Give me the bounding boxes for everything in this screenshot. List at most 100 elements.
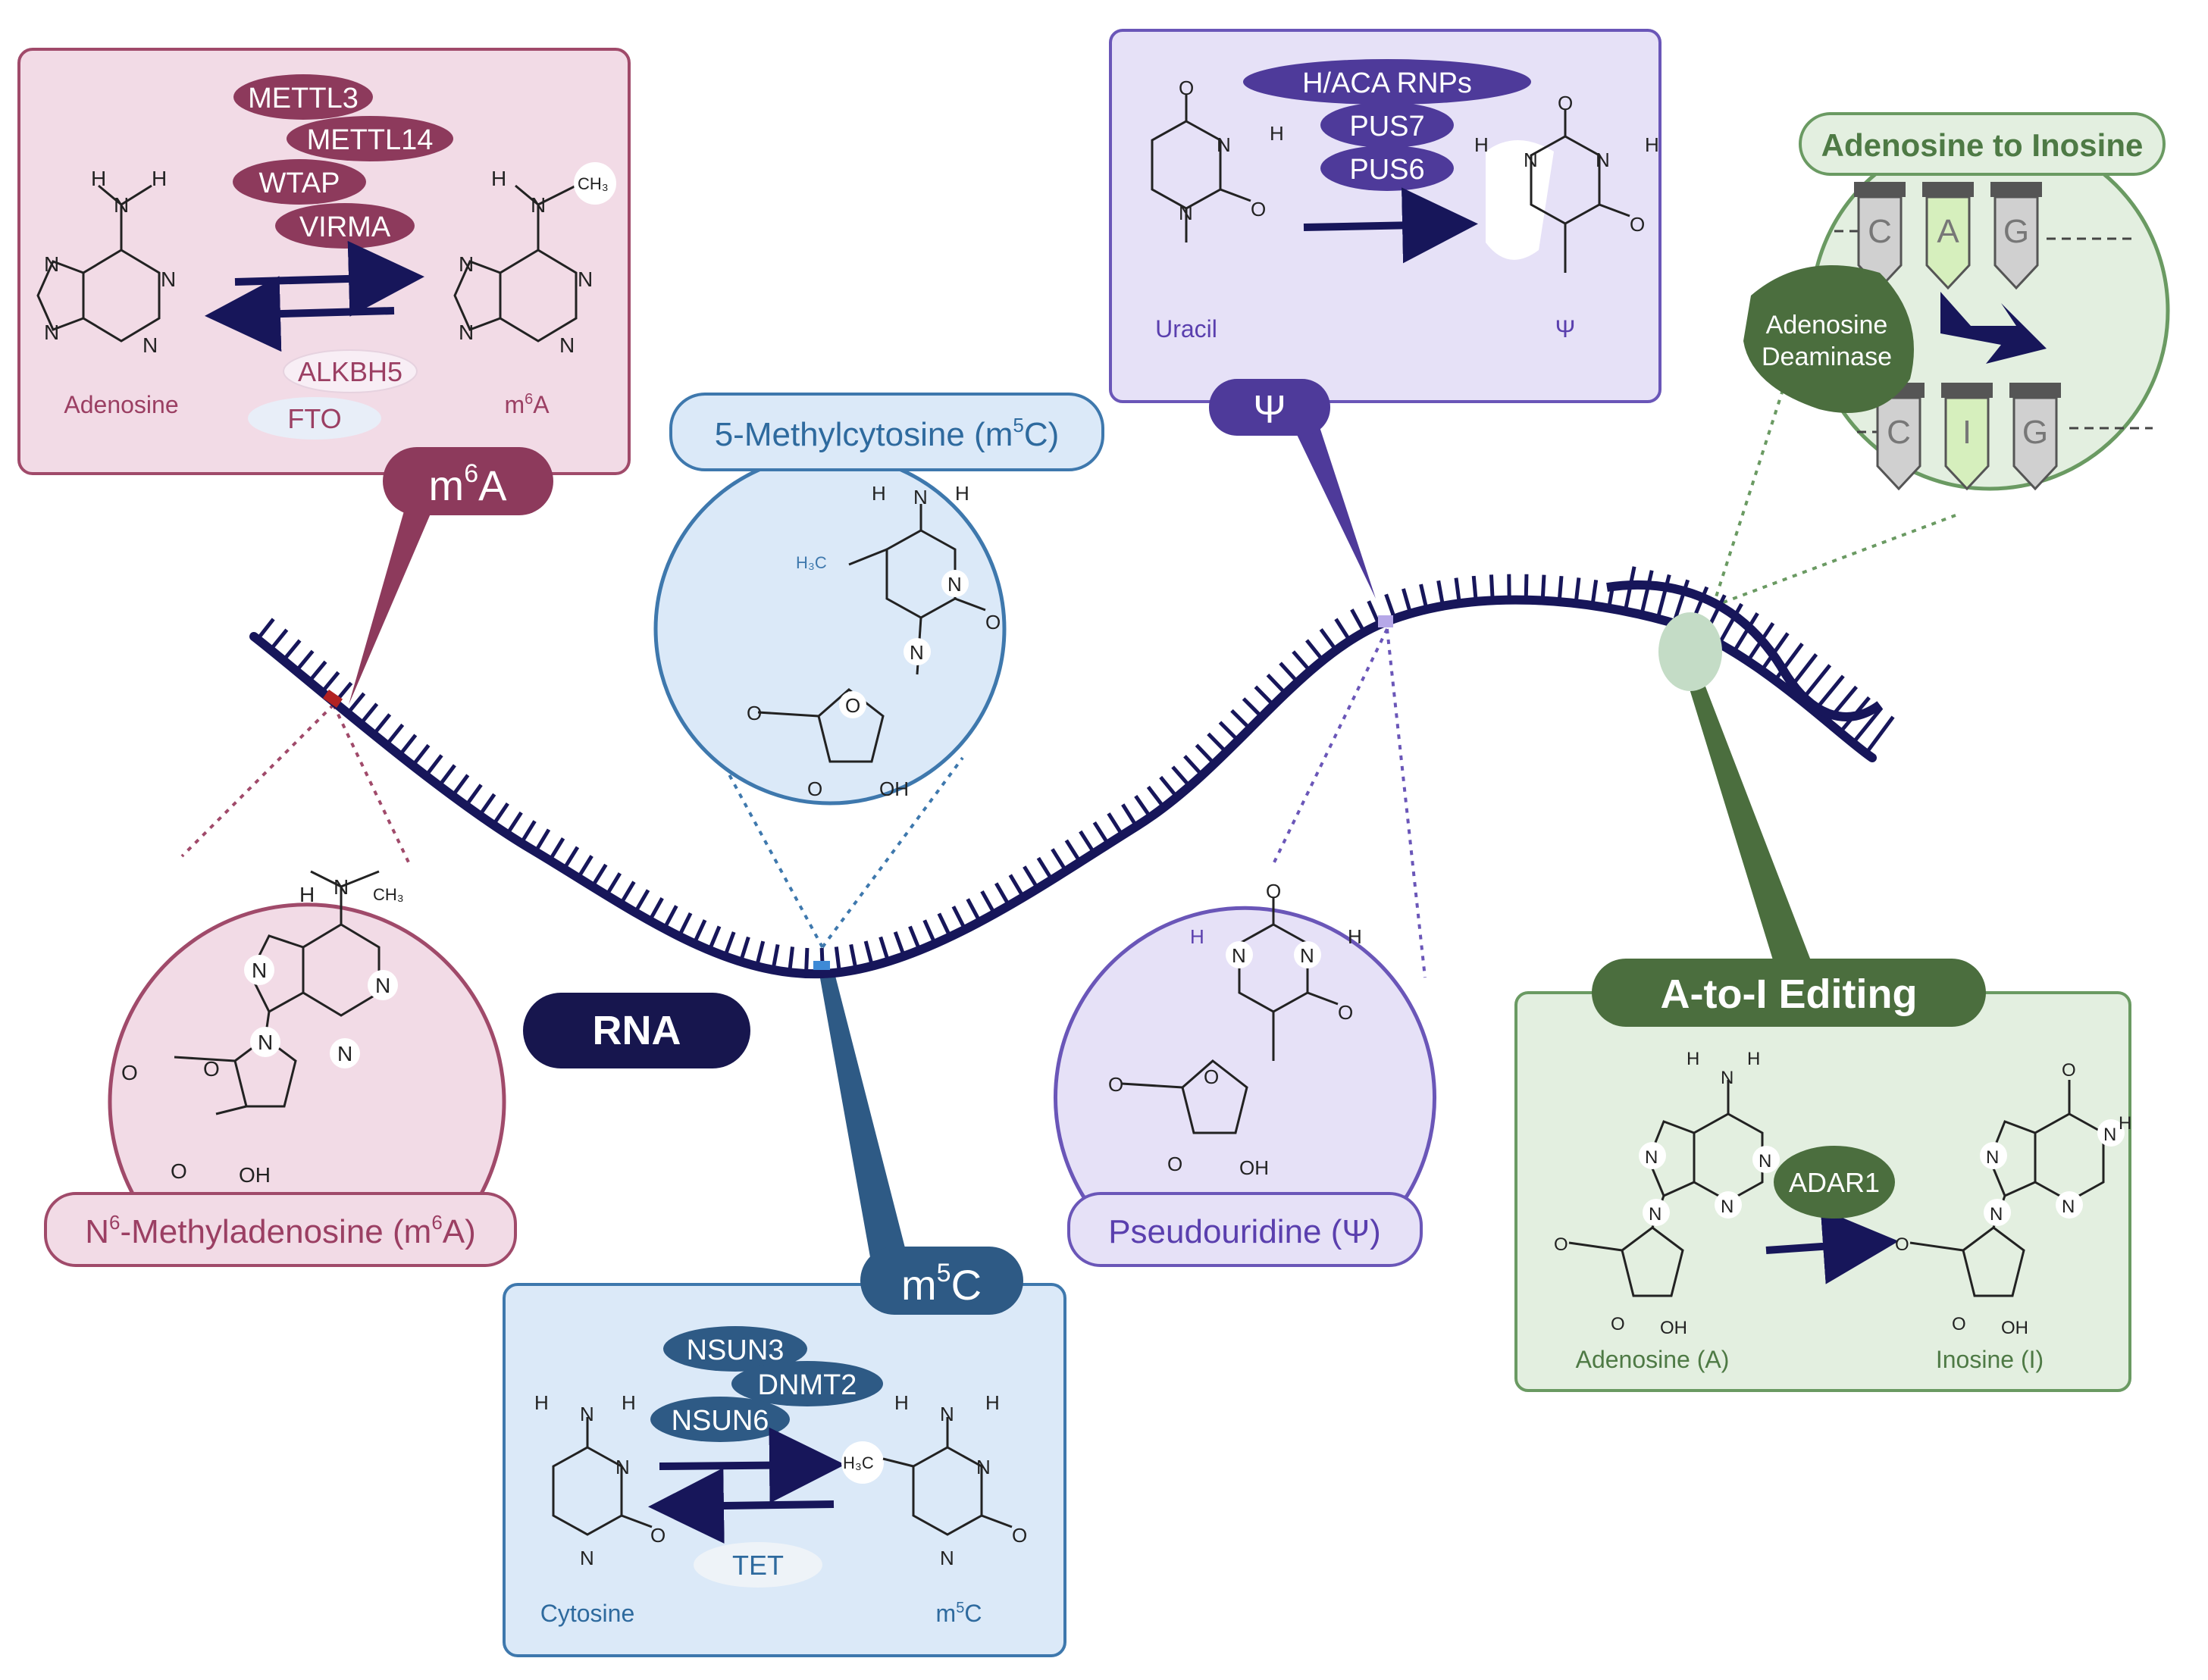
atom-label: N [1596, 149, 1610, 171]
rna-label: RNA [523, 993, 750, 1068]
atom-label: O [807, 777, 822, 800]
rna-base-tick [322, 672, 339, 692]
atom-label: O [650, 1524, 666, 1547]
atoi-tag: A-to-I Editing [1661, 971, 1918, 1017]
atom-label: CH₃ [578, 174, 609, 193]
atom-label: N [1524, 149, 1538, 171]
atom-label: N [947, 573, 962, 596]
m6a-dotted-left [182, 705, 334, 856]
rna-base-tick [1173, 767, 1189, 787]
rna-base-tick [493, 803, 508, 824]
rna-base-tick [1148, 787, 1164, 807]
rna-base-tick [296, 651, 313, 671]
m6a-nucleoside-circle: H N CH₃ N N N N O O O OH N6-Methyladenos… [45, 871, 515, 1265]
m5c-pointer [819, 970, 910, 1265]
rna-base-tick [1080, 831, 1094, 853]
substrate-label: Cytosine [540, 1600, 635, 1627]
rna-base-tick [1197, 745, 1214, 764]
rna-base-tick [635, 890, 648, 912]
svg-text:RNA: RNA [593, 1008, 681, 1053]
product-label: Inosine (I) [1936, 1346, 2044, 1373]
substrate-label: Adenosine (A) [1576, 1346, 1730, 1373]
rna-base-tick [1474, 576, 1476, 602]
rna-base-tick [258, 619, 274, 640]
rna-backbone [254, 600, 1872, 975]
rna-base-tick [1280, 663, 1298, 682]
rna-base-tick [1232, 711, 1250, 729]
base-letter: A [1937, 213, 1959, 250]
rna-base-tick [621, 882, 634, 904]
rna-base-tick [741, 937, 748, 962]
rna-base-tick [550, 838, 563, 860]
atom-label: N [1217, 133, 1231, 156]
atom-label: O [1108, 1073, 1123, 1096]
atom-label: H [985, 1391, 1000, 1414]
rna-base-tick [1559, 576, 1561, 602]
rna-base-tick [271, 630, 287, 649]
atom-label: N [580, 1403, 594, 1425]
rna-base-tick [1321, 630, 1336, 650]
base-letter: G [2022, 414, 2048, 451]
atom-label: N [334, 875, 349, 899]
atom-label: N [2103, 1125, 2116, 1145]
reaction-arrow [659, 1465, 822, 1466]
svg-text:Ψ: Ψ [1253, 388, 1286, 432]
rna-base-tick [1123, 805, 1136, 827]
atom-label: N [459, 252, 474, 276]
atom-label: H [1645, 133, 1659, 156]
atom-label: N [161, 267, 176, 291]
rna-base-tick [1185, 756, 1202, 775]
rna-base-tick [521, 821, 535, 843]
rna-base-tick [348, 693, 365, 713]
rna-base-tick [1095, 822, 1108, 844]
psi-nucleoside-circle: O H N N H O O O O OH Pseudouridine (Ψ) [1056, 880, 1435, 1265]
atom-label: O [845, 694, 860, 717]
atom-label: O [1630, 213, 1645, 236]
atom-label: N [1721, 1068, 1734, 1088]
atoi-site-marker [1658, 612, 1722, 691]
eraser-label: FTO [287, 403, 341, 434]
rna-base-tick [1386, 594, 1395, 618]
atom-label: O [1952, 1314, 1966, 1334]
m5c-full-name: 5-Methylcytosine (m5C) [715, 414, 1060, 453]
atom-label: H [894, 1391, 909, 1414]
rna-strand [254, 567, 1893, 974]
atom-label: O [1895, 1234, 1909, 1255]
atom-label: N [1645, 1147, 1658, 1168]
rna-base-tick [453, 775, 468, 796]
rna-base-tick [480, 794, 495, 815]
rna-base-tick [399, 735, 415, 756]
rna-base-tick [1267, 675, 1286, 694]
enzyme-label: DNMT2 [758, 1369, 857, 1401]
product-label: Ψ [1555, 315, 1576, 343]
psi-reaction-box: H/ACA RNPs PUS7 PUS6 O N H O N Uracil [1110, 30, 1660, 402]
rna-base-tick [996, 884, 1009, 906]
atom-label: N [940, 1403, 954, 1425]
atom-label: OH [239, 1163, 271, 1187]
psi-dotted-right [1387, 629, 1425, 978]
atom-label: N [459, 321, 474, 344]
atom-label: N [143, 333, 158, 357]
atom-label: N [1986, 1147, 1999, 1168]
rna-base-tick [650, 898, 662, 921]
atom-label: N [337, 1042, 352, 1065]
atom-label: OH [1239, 1156, 1269, 1179]
rna-base-tick [466, 785, 481, 806]
atom-label: O [1167, 1153, 1182, 1175]
psi-full-name: Pseudouridine (Ψ) [1108, 1213, 1381, 1250]
enzyme-label: NSUN3 [687, 1334, 785, 1366]
rna-base-tick [954, 906, 965, 929]
atom-label: N [1649, 1204, 1661, 1225]
rna-base-tick [679, 913, 691, 936]
atom-label: N [559, 333, 575, 357]
atom-label: H [534, 1391, 549, 1414]
eraser-label: TET [732, 1550, 784, 1581]
atom-label: H₃C [796, 553, 827, 572]
rna-base-tick [1244, 699, 1262, 717]
atom-label: N [615, 1456, 630, 1478]
atom-label: OH [1660, 1318, 1687, 1338]
enzyme-label: H/ACA RNPs [1302, 67, 1472, 99]
rna-base-tick [806, 948, 807, 974]
substrate-label: Adenosine [64, 391, 178, 418]
rna-base-tick [1038, 858, 1052, 880]
